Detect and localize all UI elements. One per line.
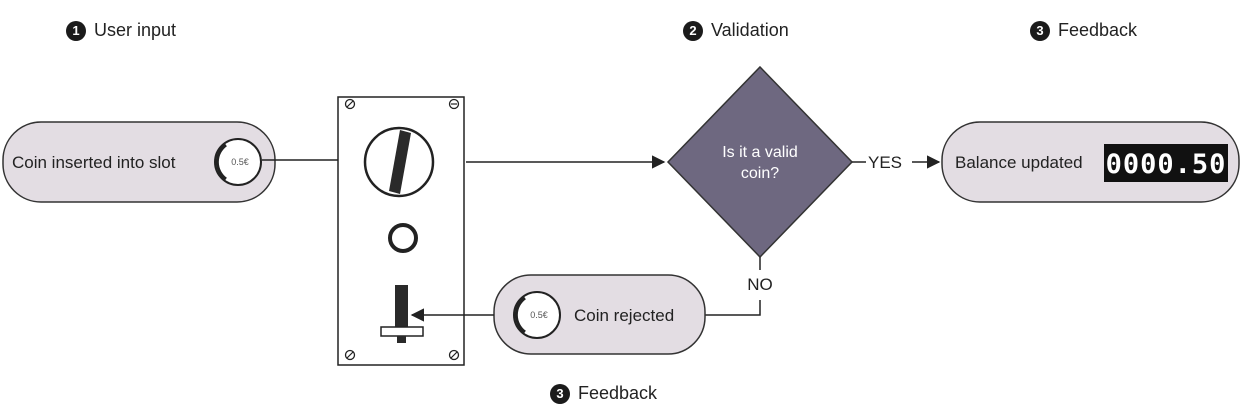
coin-icon: 0.5€ — [513, 291, 561, 339]
coin-mechanism — [337, 96, 465, 366]
screw-icon — [344, 349, 356, 361]
step-number-badge: 3 — [550, 383, 570, 404]
coin-value-label: 0.5€ — [231, 157, 249, 167]
step-feedback-top: 3 Feedback — [1030, 20, 1137, 41]
decision-label-line2: coin? — [741, 165, 779, 182]
step-user-input: 1 User input — [66, 20, 176, 41]
step-label: Feedback — [578, 383, 658, 403]
step-number-badge: 3 — [1030, 20, 1050, 41]
screw-icon — [344, 98, 356, 110]
step-label: Validation — [711, 20, 789, 40]
coin-inserted-label: Coin inserted into slot — [12, 153, 176, 172]
step-validation: 2 Validation — [683, 20, 789, 41]
coin-slot-icon — [363, 126, 435, 198]
screw-icon — [448, 349, 460, 361]
step-number-badge: 2 — [683, 20, 703, 41]
balance-display: 0000.50 — [1106, 149, 1227, 180]
balance-updated-node: Balance updated 0000.50 — [941, 121, 1240, 203]
coin-rejected-node: 0.5€ Coin rejected — [493, 274, 706, 355]
step-feedback-bottom: 3 Feedback — [550, 383, 657, 404]
return-lever-icon — [380, 285, 424, 343]
decision-label-line1: Is it a valid — [722, 144, 798, 161]
screw-icon — [448, 98, 460, 110]
balance-counter — [1104, 144, 1228, 182]
coin-rejected-label: Coin rejected — [574, 306, 674, 325]
coin-icon: 0.5€ — [214, 138, 262, 186]
step-label: User input — [94, 20, 177, 40]
coin-inserted-node: Coin inserted into slot 0.5€ — [2, 121, 276, 203]
no-label: NO — [747, 275, 773, 294]
step-number-badge: 1 — [66, 20, 86, 41]
no-connector-path — [705, 300, 761, 316]
yes-label: YES — [868, 153, 902, 172]
validation-decision: Is it a valid coin? — [666, 65, 854, 259]
balance-updated-label: Balance updated — [955, 153, 1083, 172]
step-label: Feedback — [1058, 20, 1138, 40]
indicator-light-icon — [388, 223, 418, 253]
rejected-coin-value-label: 0.5€ — [530, 310, 548, 320]
